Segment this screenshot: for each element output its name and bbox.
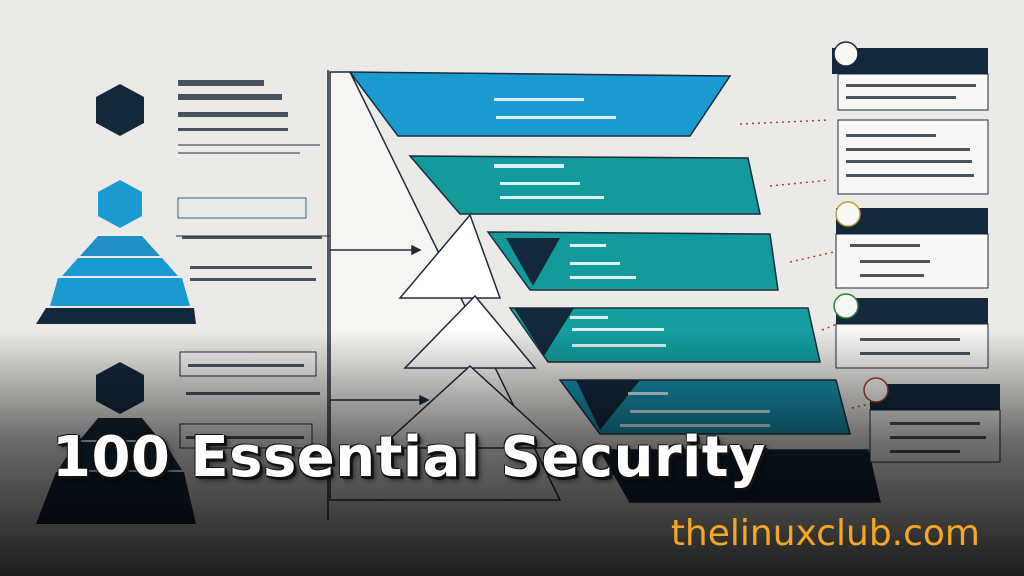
hexagon-icon: [98, 180, 142, 228]
left-pyramid-diagram: [36, 236, 196, 324]
label-box: [177, 197, 307, 219]
hexagon-icon: [96, 84, 144, 136]
badge-icon: [833, 41, 859, 67]
dotted-connectors: [739, 119, 871, 409]
band-3: [486, 231, 779, 291]
badge-icon: [833, 293, 859, 319]
bottom-gradient-overlay: [0, 330, 1024, 576]
left-header-sketch: [178, 144, 320, 154]
site-domain: thelinuxclub.com: [670, 513, 980, 554]
band-2: [408, 155, 761, 215]
badge-icon: [835, 201, 861, 227]
band-marker: [506, 238, 560, 286]
thumbnail-title: 100 Essential Security: [52, 425, 767, 490]
band-1: [348, 71, 732, 137]
